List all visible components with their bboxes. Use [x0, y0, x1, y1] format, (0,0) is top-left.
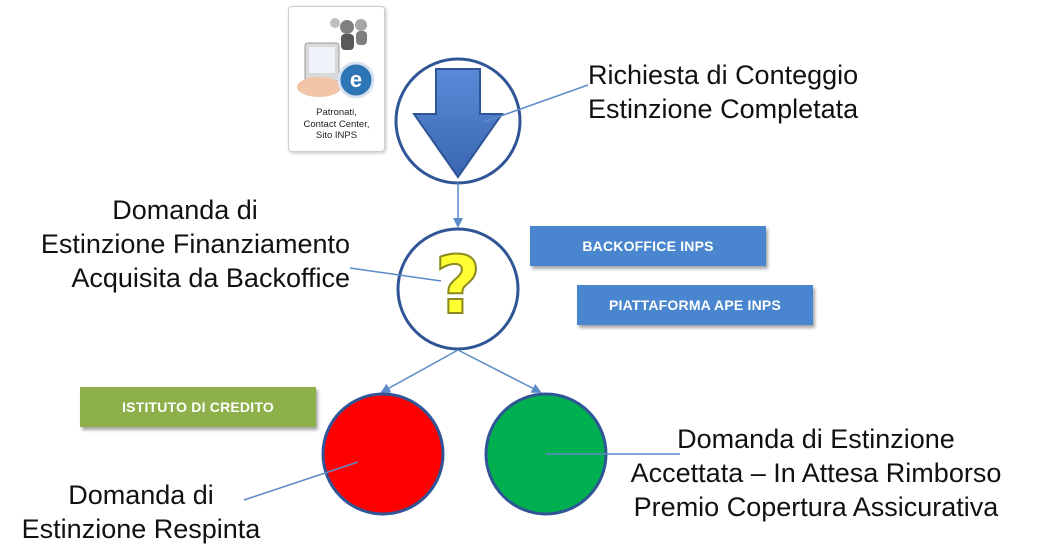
label-line: Estinzione Respinta	[21, 514, 261, 544]
source-line: Patronati,	[316, 107, 357, 118]
callout-request	[483, 84, 589, 123]
question-mark-glyph: ?	[434, 239, 482, 332]
callout-acquired	[349, 267, 442, 282]
question-mark-icon: ?	[418, 236, 498, 336]
label-line: Domanda di	[112, 195, 258, 225]
tag-piattaforma-ape-inps: PIATTAFORMA APE INPS	[577, 285, 813, 325]
label-acquired: Domanda di Estinzione Finanziamento Acqu…	[0, 193, 350, 295]
label-line: Estinzione Completata	[588, 94, 859, 124]
source-channels-text: Patronati, Contact Center, Sito INPS	[289, 107, 384, 142]
label-line: Estinzione Finanziamento	[40, 229, 350, 259]
down-arrow-icon	[412, 68, 504, 179]
source-line: Sito INPS	[315, 130, 358, 141]
label-line: Acquisita da Backoffice	[71, 263, 350, 293]
tag-istituto-di-credito: ISTITUTO DI CREDITO	[80, 387, 316, 427]
label-accepted: Domanda di Estinzione Accettata – In Att…	[600, 422, 1032, 524]
tag-backoffice-inps: BACKOFFICE INPS	[530, 226, 766, 266]
rejected-node	[321, 392, 445, 516]
connector-to-accepted	[457, 349, 542, 393]
source-line: Contact Center,	[303, 118, 370, 130]
label-rejected: Domanda di Estinzione Respinta	[6, 478, 276, 546]
label-line: Premio Copertura Assicurativa	[633, 492, 999, 522]
label-line: Domanda di Estinzione	[677, 424, 955, 454]
start-node	[394, 57, 522, 185]
label-line: Domanda di	[68, 480, 214, 510]
callout-rejected	[243, 461, 359, 501]
connector-to-rejected	[380, 349, 459, 393]
source-channels-card: e Patronati, Contact Center, Sito INPS	[288, 6, 385, 152]
browser-e-icon: e	[339, 65, 373, 95]
label-line: Richiesta di Conteggio	[588, 60, 859, 90]
people-computer-icon	[297, 18, 375, 99]
decision-node	[396, 227, 520, 351]
label-line: Accettata – In Attesa Rimborso	[630, 458, 1002, 488]
label-request: Richiesta di Conteggio Estinzione Comple…	[588, 58, 858, 126]
browser-e-letter: e	[349, 67, 363, 92]
